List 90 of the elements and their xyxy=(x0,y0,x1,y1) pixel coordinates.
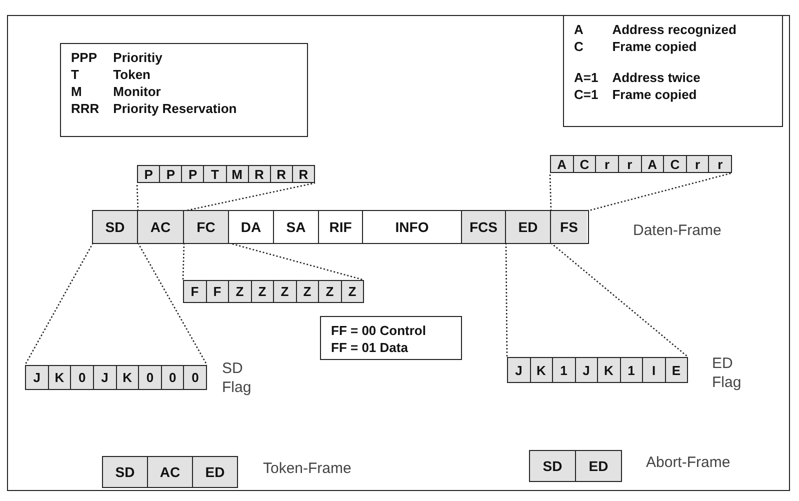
key-description: Monitor xyxy=(113,84,162,99)
bit-cell: A xyxy=(551,156,574,172)
bit-cell: r xyxy=(686,156,710,172)
key-description: Priority Reservation xyxy=(113,101,238,116)
key-description: Prioritiy xyxy=(113,50,164,65)
key-abbreviation: M xyxy=(71,84,83,99)
bit-cell: 0 xyxy=(71,366,94,389)
key-abbreviation: C=1 xyxy=(574,87,598,102)
bit-cell: J xyxy=(94,366,116,389)
key-box xyxy=(60,43,308,137)
key-box xyxy=(563,15,783,127)
bit-cell: J xyxy=(26,366,49,389)
key-box xyxy=(320,316,462,360)
bit-cell: r xyxy=(618,156,642,172)
key-abbreviation: A=1 xyxy=(574,70,598,85)
expansion-line xyxy=(24,242,94,366)
bit-cell: J xyxy=(576,358,598,382)
bit-cell: E xyxy=(666,358,687,382)
key-abbreviation: PPP xyxy=(71,50,98,65)
field-cell: ED xyxy=(576,451,621,481)
bit-cell: r xyxy=(709,156,731,172)
key-abbreviation: A xyxy=(574,22,584,37)
field-cell: FC xyxy=(184,211,229,243)
bit-field-row xyxy=(550,155,732,173)
field-cell: FCS xyxy=(462,211,506,243)
bit-cell: F xyxy=(184,281,206,302)
bit-cell: T xyxy=(204,166,226,182)
bit-cell: K xyxy=(116,366,140,389)
bit-cell: K xyxy=(530,358,553,382)
key-description: Frame copied xyxy=(612,39,698,54)
frame-label: Abort-Frame xyxy=(646,454,730,473)
key-description: Address twice xyxy=(612,70,702,85)
expansion-line xyxy=(549,172,552,212)
field-cell: SD xyxy=(530,451,576,481)
bit-cell: J xyxy=(508,358,530,382)
frame-row xyxy=(92,210,589,244)
frame-label: SD Flag xyxy=(222,360,252,398)
field-cell: SD xyxy=(93,211,138,243)
field-cell: ED xyxy=(506,211,551,243)
key-abbreviation: T xyxy=(71,67,80,82)
frame-row xyxy=(529,450,622,482)
bit-cell: 1 xyxy=(553,358,576,382)
key-description: Token xyxy=(113,67,152,82)
bit-cell: Z xyxy=(342,281,363,302)
bit-cell: R xyxy=(292,166,314,182)
bit-field-row xyxy=(25,365,207,390)
field-cell: ED xyxy=(193,457,237,487)
bit-cell: I xyxy=(643,358,666,382)
key-description: Address recognized xyxy=(612,22,738,37)
bit-cell: Z xyxy=(296,281,319,302)
bit-cell: C xyxy=(664,156,687,172)
expansion-line xyxy=(137,242,208,366)
bit-cell: 0 xyxy=(162,366,184,389)
bit-field-row xyxy=(507,357,688,383)
frame-row xyxy=(102,456,238,488)
bit-cell: K xyxy=(598,358,620,382)
expansion-line xyxy=(550,242,688,358)
frame-label: ED Flag xyxy=(712,355,742,392)
expansion-line xyxy=(136,182,139,212)
field-cell: FS xyxy=(551,211,587,243)
bit-cell: A xyxy=(642,156,664,172)
bit-cell: P xyxy=(138,166,160,182)
bit-cell: r xyxy=(596,156,619,172)
bit-cell: R xyxy=(248,166,271,182)
bit-cell: M xyxy=(226,166,249,182)
bit-cell: F xyxy=(206,281,229,302)
bit-cell: C xyxy=(574,156,596,172)
key-abbreviation: RRR xyxy=(71,101,100,116)
key-text: FF = 00 Control xyxy=(331,323,427,338)
bit-cell: Z xyxy=(229,281,252,302)
frame-label: Daten-Frame xyxy=(633,222,722,241)
bit-cell: 0 xyxy=(139,366,162,389)
bit-cell: P xyxy=(182,166,204,182)
field-cell: AC xyxy=(138,211,184,243)
bit-cell: K xyxy=(48,366,72,389)
bit-field-row xyxy=(183,280,364,303)
bit-cell: Z xyxy=(319,281,342,302)
key-text: FF = 01 Data xyxy=(331,340,409,355)
bit-cell: R xyxy=(270,166,293,182)
frame-label: Token-Frame xyxy=(263,460,352,479)
bit-cell: 1 xyxy=(620,358,643,382)
bit-cell: P xyxy=(160,166,182,182)
field-cell: SD xyxy=(103,457,148,487)
bit-cell: 0 xyxy=(184,366,206,389)
bit-cell: Z xyxy=(274,281,296,302)
bit-cell: Z xyxy=(252,281,274,302)
key-abbreviation: C xyxy=(574,39,584,54)
field-cell: AC xyxy=(148,457,193,487)
key-description: Frame copied xyxy=(612,87,698,102)
bit-field-row xyxy=(137,165,315,183)
